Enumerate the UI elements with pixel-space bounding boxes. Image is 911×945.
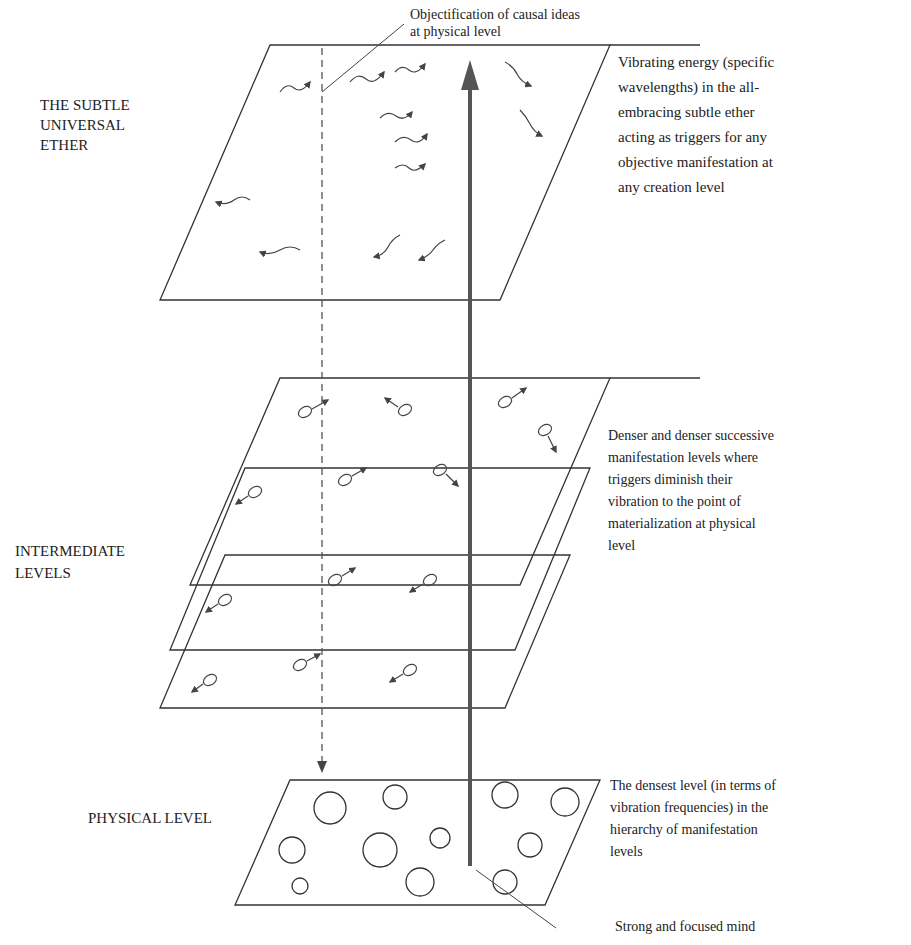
trigger-loop bbox=[401, 662, 418, 678]
trigger-loop bbox=[296, 404, 313, 420]
matter-circle bbox=[551, 788, 579, 816]
level-heading: INTERMEDIATE LEVELS bbox=[15, 540, 167, 584]
callout-note: Denser and denser successive manifestati… bbox=[608, 425, 776, 557]
trigger-arrow bbox=[512, 388, 526, 398]
vibration-squiggle bbox=[395, 64, 425, 72]
trigger-loop bbox=[336, 472, 353, 488]
callout-note: Vibrating energy (specific wavelengths) … bbox=[618, 50, 788, 200]
trigger-arrow bbox=[307, 654, 320, 661]
matter-circle bbox=[406, 868, 434, 896]
level-heading: THE SUBTLE UNIVERSAL ETHER bbox=[40, 95, 152, 155]
matter-circle bbox=[314, 792, 346, 824]
matter-circle bbox=[363, 833, 397, 867]
leader-line bbox=[322, 24, 404, 92]
trigger-loop bbox=[421, 572, 438, 588]
physical-plane bbox=[235, 780, 600, 905]
trigger-arrow bbox=[192, 684, 203, 692]
callout-note: Strong and focused mind bbox=[615, 918, 755, 936]
trigger-arrow bbox=[352, 468, 366, 476]
trigger-loop bbox=[201, 672, 218, 688]
trigger-arrow bbox=[342, 568, 355, 576]
matter-circle bbox=[383, 785, 407, 809]
trigger-loop bbox=[246, 484, 263, 500]
callout-note: The densest level (in terms of vibration… bbox=[610, 775, 790, 863]
trigger-loop bbox=[291, 657, 308, 673]
vibration-squiggle bbox=[520, 110, 542, 136]
matter-circle bbox=[430, 828, 450, 848]
plane-edge bbox=[610, 377, 700, 378]
vibration-squiggle bbox=[350, 72, 384, 82]
mind-arrow bbox=[468, 86, 472, 866]
trigger-loop bbox=[216, 592, 233, 608]
vibration-squiggle bbox=[280, 82, 310, 92]
matter-circle bbox=[279, 837, 305, 863]
level-heading: PHYSICAL LEVEL bbox=[88, 808, 212, 828]
ether-plane bbox=[160, 45, 610, 300]
vibration-squiggle bbox=[395, 134, 427, 142]
trigger-loop bbox=[496, 394, 513, 410]
intermediate-plane bbox=[170, 468, 590, 650]
arrow-head bbox=[461, 60, 479, 90]
trigger-arrow bbox=[206, 604, 218, 612]
trigger-arrow bbox=[385, 398, 398, 407]
intermediate-plane bbox=[190, 378, 610, 585]
trigger-loop bbox=[536, 422, 553, 438]
vibration-squiggle bbox=[216, 197, 250, 204]
arrow-head bbox=[317, 761, 327, 773]
trigger-arrow bbox=[390, 674, 403, 682]
matter-circle bbox=[518, 833, 542, 857]
trigger-arrow bbox=[446, 474, 458, 486]
vibration-squiggle bbox=[260, 247, 300, 254]
vibration-squiggle bbox=[505, 62, 531, 86]
intermediate-plane bbox=[160, 555, 570, 708]
trigger-loop bbox=[326, 572, 343, 588]
objectification-line bbox=[321, 48, 322, 762]
trigger-loop bbox=[431, 462, 448, 478]
matter-circle bbox=[492, 782, 518, 808]
plane-edge bbox=[610, 44, 700, 45]
vibration-squiggle bbox=[380, 112, 412, 118]
trigger-loop bbox=[396, 402, 413, 418]
matter-circle bbox=[292, 878, 308, 894]
vibration-squiggle bbox=[419, 240, 445, 260]
vibration-squiggle bbox=[374, 235, 400, 257]
vibration-squiggle bbox=[395, 164, 425, 170]
trigger-arrow bbox=[548, 436, 556, 452]
matter-circle bbox=[493, 870, 517, 894]
trigger-arrow bbox=[410, 584, 423, 592]
trigger-arrow bbox=[236, 496, 248, 504]
callout-note: Objectification of causal ideas at physi… bbox=[410, 6, 585, 40]
trigger-arrow bbox=[312, 400, 328, 409]
leader-line bbox=[476, 870, 556, 928]
